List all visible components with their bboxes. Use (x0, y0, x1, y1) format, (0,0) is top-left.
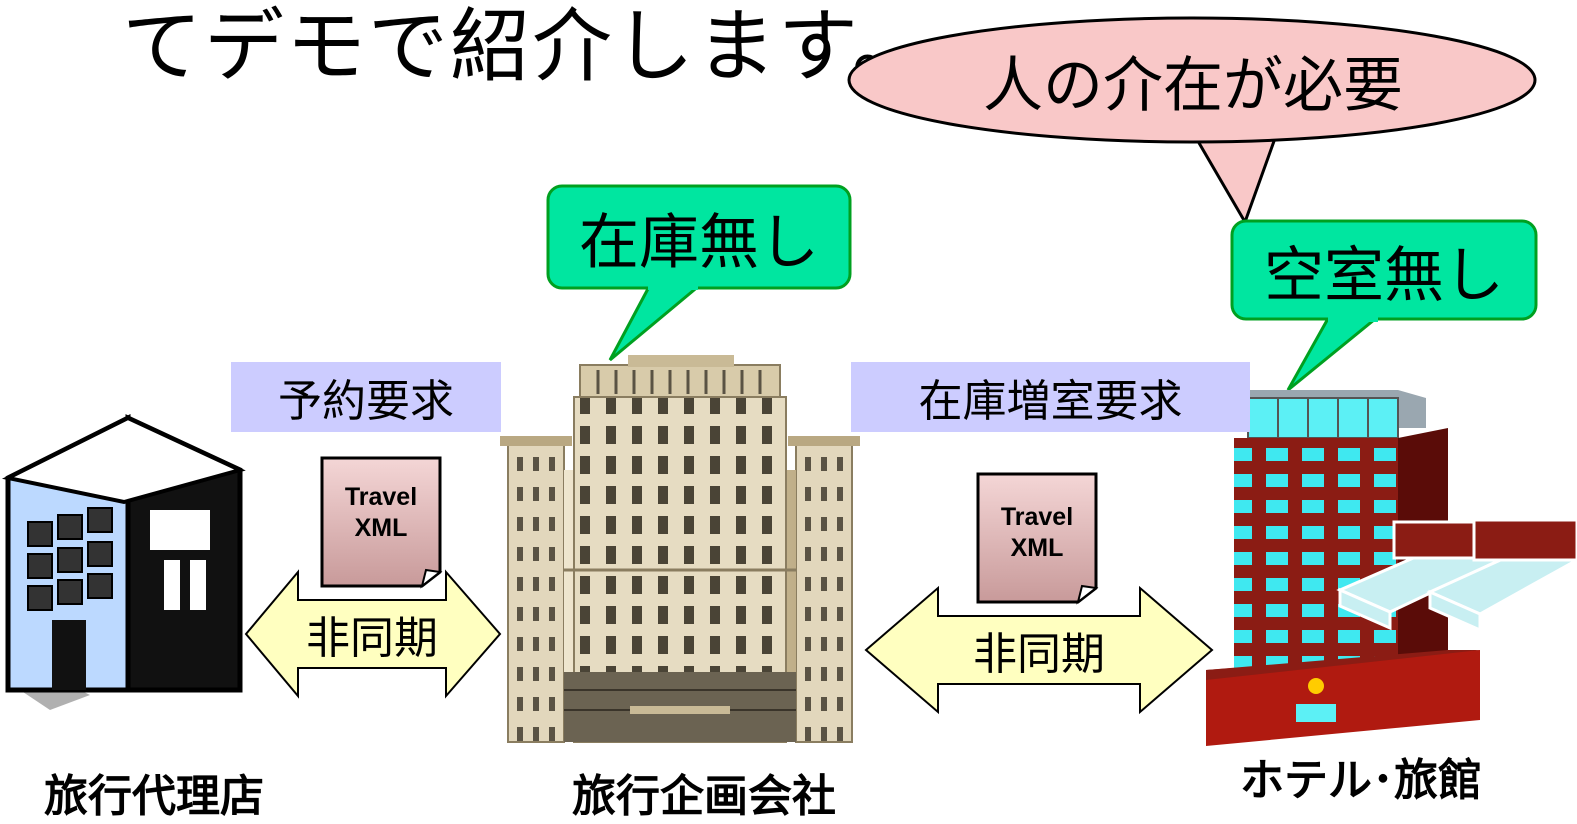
doc-right-line2: XML (1010, 534, 1064, 562)
slide-top-text: てデモで紹介します。 (122, 0, 934, 93)
request-reservation-box: 予約要求 (231, 362, 501, 432)
label-travel-planner: 旅行企画会社 (572, 771, 836, 822)
travel-agency-building-icon (1, 413, 246, 710)
callout-human-needed (847, 16, 1537, 226)
async-arrow-right (864, 585, 1214, 715)
doc-right-text: Travel XML (978, 502, 1096, 564)
request-reservation-label: 予約要求 (278, 376, 454, 427)
callout-no-vacancy (1230, 219, 1538, 392)
callout-human-text: 人の介在が必要 (983, 50, 1403, 121)
hotel-building-icon (1206, 390, 1577, 746)
request-inventory-label: 在庫増室要求 (918, 376, 1183, 427)
doc-left-text: Travel XML (322, 482, 440, 544)
label-travel-agency: 旅行代理店 (44, 771, 264, 822)
async-right-label: 非同期 (973, 629, 1105, 680)
label-hotel: ホテル･旅館 (1240, 755, 1482, 806)
doc-right-line1: Travel (1000, 503, 1074, 531)
travel-xml-doc-left-icon (320, 456, 443, 589)
request-inventory-box: 在庫増室要求 (851, 362, 1250, 432)
callout-no-stock (546, 184, 852, 362)
doc-left-line1: Travel (344, 483, 418, 511)
travel-xml-doc-right-icon (976, 472, 1099, 605)
doc-left-line2: XML (354, 514, 408, 542)
async-left-label: 非同期 (306, 613, 438, 664)
callout-no-vacancy-text: 空室無し (1264, 240, 1504, 311)
callout-no-stock-text: 在庫無し (579, 207, 819, 278)
async-arrow-left (244, 569, 502, 699)
travel-planner-building-icon (500, 355, 860, 743)
